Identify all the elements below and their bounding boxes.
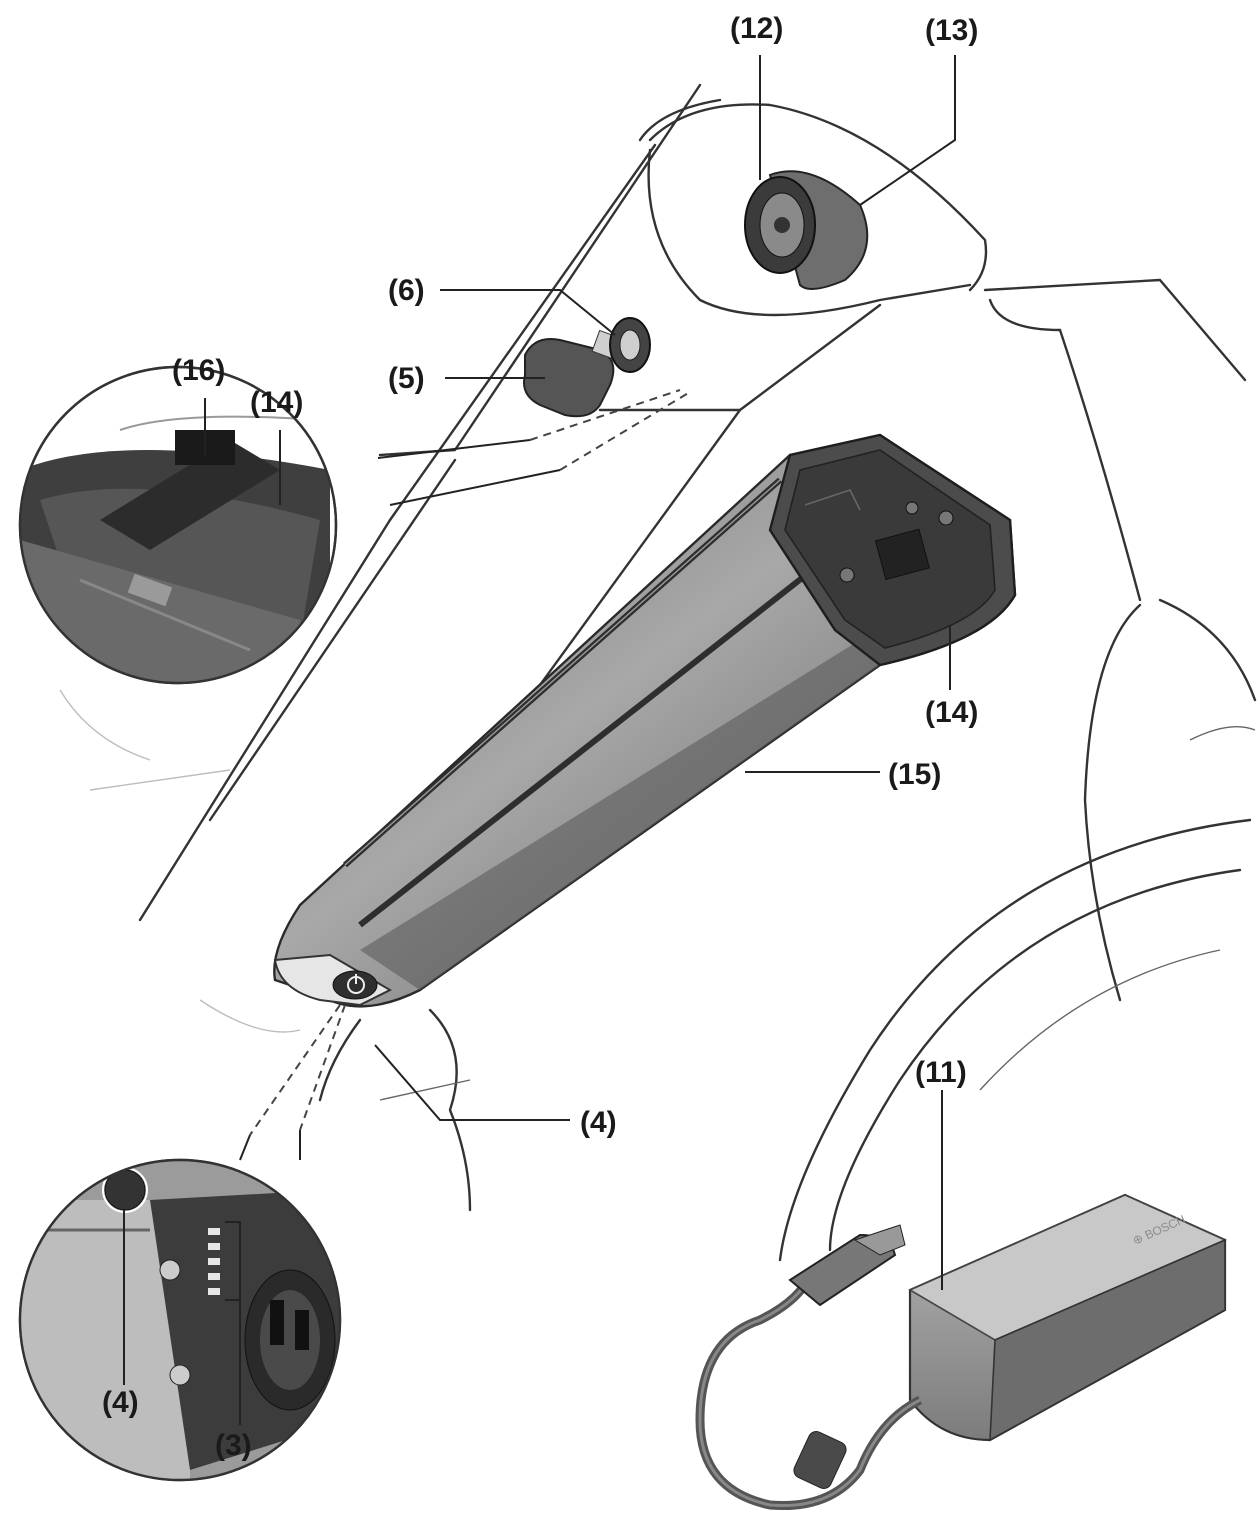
detail-view-lock-mechanism — [18, 365, 338, 685]
callout-4-detail: (4) — [102, 1386, 139, 1419]
callout-leaders — [123, 55, 956, 1425]
callout-15: (15) — [888, 758, 941, 791]
frame-connector-with-cap — [744, 170, 869, 290]
battery-pack — [273, 433, 1017, 1008]
projection-lines — [239, 389, 691, 1161]
callout-13: (13) — [925, 14, 978, 47]
callout-16: (16) — [172, 354, 225, 387]
callout-14-detail: (14) — [250, 386, 303, 419]
callout-3: (3) — [215, 1429, 252, 1462]
detail-view-battery-end — [18, 1158, 342, 1482]
battery-charger: ⊕ BOSCH — [695, 1193, 1227, 1511]
callout-6: (6) — [388, 274, 425, 307]
callout-12: (12) — [730, 12, 783, 45]
callout-labels: (12) (13) (6) (5) (16) (14) (14) (15) (4… — [102, 12, 978, 1462]
callout-14-battery: (14) — [925, 696, 978, 729]
callout-11: (11) — [915, 1056, 967, 1089]
callout-4-main: (4) — [580, 1106, 617, 1139]
bike-frame-outline — [59, 83, 1257, 1262]
key-and-lock — [523, 317, 651, 418]
callout-5: (5) — [388, 362, 425, 395]
